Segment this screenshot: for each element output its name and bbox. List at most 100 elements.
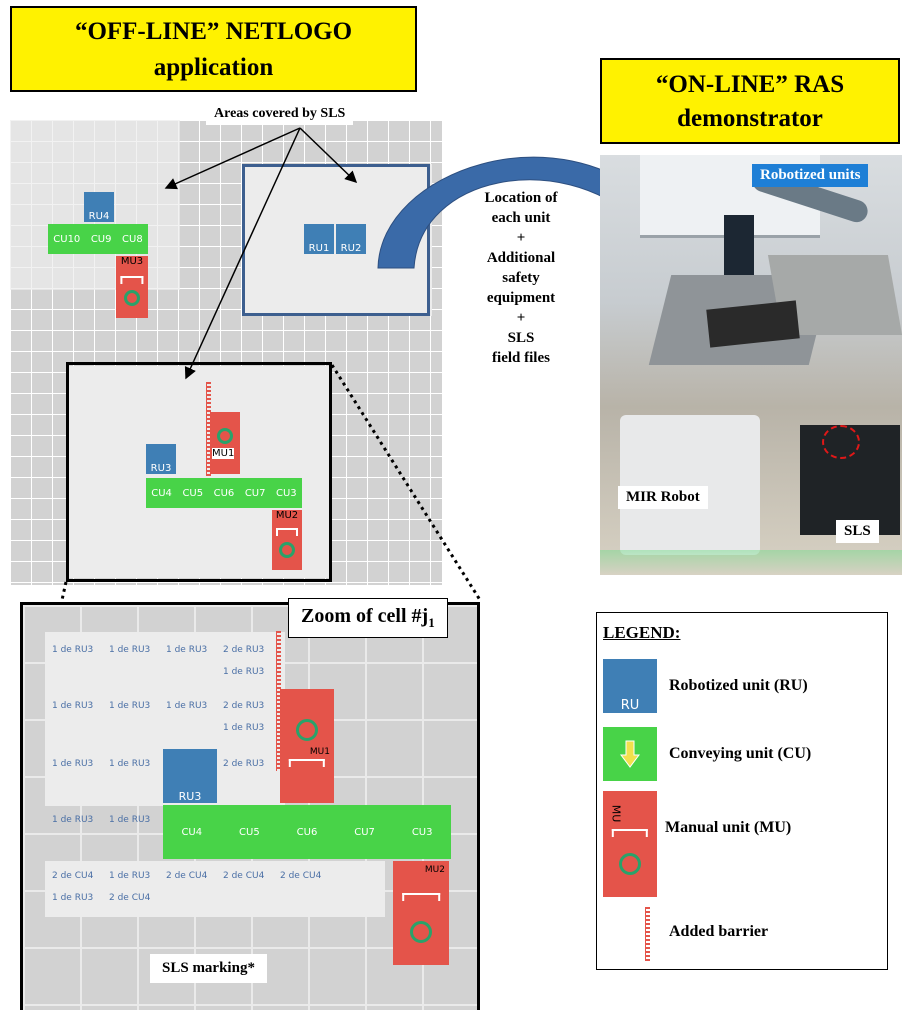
center-description: Location of each unit + Additional safet… [456, 188, 586, 368]
zoom-cu5-label: CU5 [239, 826, 260, 838]
zoom-line-right [330, 364, 482, 601]
ru3-label: RU3 [150, 463, 172, 474]
zoom-mu2-label: MU2 [424, 865, 445, 875]
zoom-cu4-label: CU4 [181, 826, 203, 838]
zoom-mu1-mark-icon [288, 759, 326, 767]
mu3-label: MU3 [120, 256, 144, 267]
photo-green-glow [600, 550, 902, 575]
center-line-4: Additional [486, 250, 556, 266]
zoom-label-sub: 1 [428, 615, 435, 630]
zoom-cu3-label: CU3 [411, 826, 433, 838]
mu1-label: MU1 [212, 448, 235, 459]
cell-r1c4a: 2 de RU3 [223, 645, 265, 655]
cu10-label: CU10 [53, 233, 81, 245]
mir-robot-tag: MIR Robot [618, 486, 708, 509]
legend-mu-icon: MU [603, 791, 657, 897]
zoom-mu1-label: MU1 [309, 747, 330, 757]
zoom-mu1-ring-icon [296, 719, 318, 741]
mu1-unit[interactable]: MU1 [210, 412, 240, 474]
ras-photo [600, 155, 902, 575]
cell-r3c2: 1 de RU3 [109, 759, 151, 769]
legend-mu-ring-icon [619, 853, 641, 875]
legend-mu-mark-icon [611, 829, 649, 837]
sls-marking-label: SLS marking* [150, 954, 267, 983]
mu3-ring-icon [124, 290, 140, 306]
mu3-mark-icon [120, 276, 144, 284]
online-title: “ON-LINE” RAS demonstrator [600, 58, 900, 144]
cu-row-top[interactable]: CU10 CU9 CU8 [48, 224, 148, 254]
mu2-ring-icon [279, 542, 295, 558]
online-title-line2: demonstrator [677, 105, 823, 132]
cu9-label: CU9 [90, 233, 112, 245]
added-barrier-top [206, 382, 211, 476]
sls-photo-tag: SLS [836, 520, 879, 543]
center-line-6: equipment [486, 290, 556, 306]
cell-r5c1a: 2 de CU4 [52, 871, 94, 881]
zoom-cu-row[interactable]: CU4 CU5 CU6 CU7 CU3 [163, 805, 451, 859]
arrow-to-top-right [299, 127, 358, 184]
cell-r2c4b: 1 de RU3 [223, 723, 265, 733]
mu2-unit[interactable]: MU2 [272, 510, 302, 570]
mu3-unit[interactable]: MU3 [116, 256, 148, 318]
offline-title: “OFF-LINE” NETLOGO application [10, 6, 417, 92]
sls-areas-label: Areas covered by SLS [206, 103, 354, 125]
cell-r4c1: 1 de RU3 [52, 815, 94, 825]
zoom-cell-grid: 1 de RU3 1 de RU3 1 de RU3 2 de RU3 1 de… [20, 602, 480, 1010]
cell-r1c3: 1 de RU3 [166, 645, 208, 655]
legend-mu-text: Manual unit (MU) [665, 819, 792, 836]
mu1-ring-icon [217, 428, 233, 444]
legend-ru-icon: RU [603, 659, 657, 713]
cell-r2c3: 1 de RU3 [166, 701, 208, 711]
cu3-label: CU3 [276, 487, 297, 499]
mu2-label: MU2 [275, 510, 299, 521]
cell-r5c2a: 1 de RU3 [109, 871, 151, 881]
cell-r1c2: 1 de RU3 [109, 645, 151, 655]
cell-r2c4a: 2 de RU3 [223, 701, 265, 711]
online-title-line1: “ON-LINE” RAS [655, 71, 845, 98]
ru2-unit[interactable]: RU2 [336, 224, 366, 254]
cell-r5c2b: 2 de CU4 [109, 893, 151, 903]
center-line-5: safety [502, 270, 540, 286]
down-arrow-icon [620, 740, 640, 768]
zoom-cu6-label: CU6 [296, 826, 318, 838]
center-line-3: + [516, 230, 526, 246]
ru3-unit[interactable]: RU3 [146, 444, 176, 474]
center-line-2: each unit [491, 210, 551, 226]
zoom-mu1-unit[interactable]: MU1 [280, 689, 334, 803]
ru4-label: RU4 [88, 211, 110, 222]
cell-r2c2: 1 de RU3 [109, 701, 151, 711]
cu5-label: CU5 [182, 487, 204, 499]
zoom-mu2-mark-icon [402, 893, 440, 901]
zoom-ru3-label: RU3 [178, 790, 202, 803]
zoom-added-barrier [276, 631, 281, 771]
mu2-mark-icon [276, 528, 298, 536]
legend-mu-icon-label: MU [609, 804, 623, 823]
cell-r1c1: 1 de RU3 [52, 645, 94, 655]
center-line-8: SLS [507, 330, 535, 346]
legend-ru-icon-label: RU [620, 698, 640, 713]
robotized-units-tag: Robotized units [752, 164, 869, 187]
center-line-7: + [516, 310, 526, 326]
cu-row-mid[interactable]: CU4 CU5 CU6 CU7 CU3 [146, 478, 302, 508]
zoom-line-left [60, 581, 68, 601]
zoom-cell-outline [66, 362, 332, 582]
cu8-label: CU8 [122, 233, 143, 245]
legend-ru-text: Robotized unit (RU) [669, 677, 808, 694]
cell-r2c1: 1 de RU3 [52, 701, 94, 711]
zoom-ru3-unit[interactable]: RU3 [163, 749, 217, 803]
ru4-unit[interactable]: RU4 [84, 192, 114, 222]
offline-title-line2: application [153, 54, 274, 81]
ru1-label: RU1 [308, 243, 330, 254]
cell-r4c2: 1 de RU3 [109, 815, 151, 825]
zoom-mu2-ring-icon [410, 921, 432, 943]
zoom-cu7-label: CU7 [354, 826, 375, 838]
zoom-light-area-bottom [45, 861, 385, 917]
cell-r1c4b: 1 de RU3 [223, 667, 265, 677]
ru1-unit[interactable]: RU1 [304, 224, 334, 254]
center-line-1: Location of [484, 190, 558, 206]
center-line-9: field files [492, 350, 550, 366]
zoom-mu2-unit[interactable]: MU2 [393, 861, 449, 965]
photo-sls-sensor [822, 425, 860, 459]
zoom-label-text: Zoom of cell #j [301, 605, 429, 627]
netlogo-grid-top [10, 120, 442, 585]
